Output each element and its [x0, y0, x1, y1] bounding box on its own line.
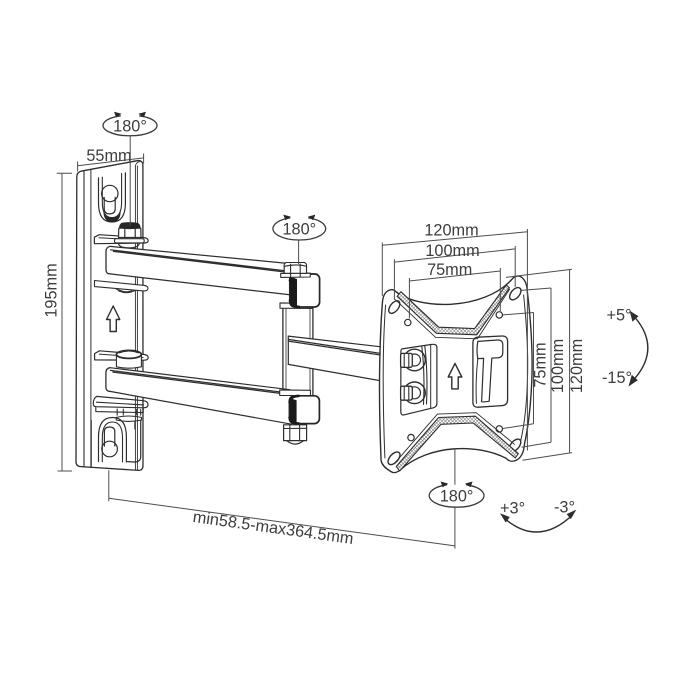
svg-text:120mm: 120mm — [424, 221, 478, 239]
svg-text:75mm: 75mm — [427, 261, 472, 279]
svg-text:min58.5-max364.5mm: min58.5-max364.5mm — [192, 508, 355, 548]
svg-text:55mm: 55mm — [86, 147, 131, 165]
svg-text:195mm: 195mm — [43, 263, 61, 317]
svg-text:75mm: 75mm — [532, 342, 550, 387]
svg-text:100mm: 100mm — [425, 242, 479, 260]
svg-text:100mm: 100mm — [549, 339, 567, 393]
svg-text:-3°: -3° — [554, 499, 575, 517]
svg-text:180°: 180° — [282, 221, 316, 239]
svg-text:120mm: 120mm — [568, 339, 586, 393]
svg-text:+5°: +5° — [607, 307, 632, 325]
svg-text:180°: 180° — [113, 118, 147, 136]
svg-text:-15°: -15° — [602, 369, 632, 387]
svg-text:180°: 180° — [440, 488, 474, 506]
svg-text:+3°: +3° — [500, 500, 525, 518]
